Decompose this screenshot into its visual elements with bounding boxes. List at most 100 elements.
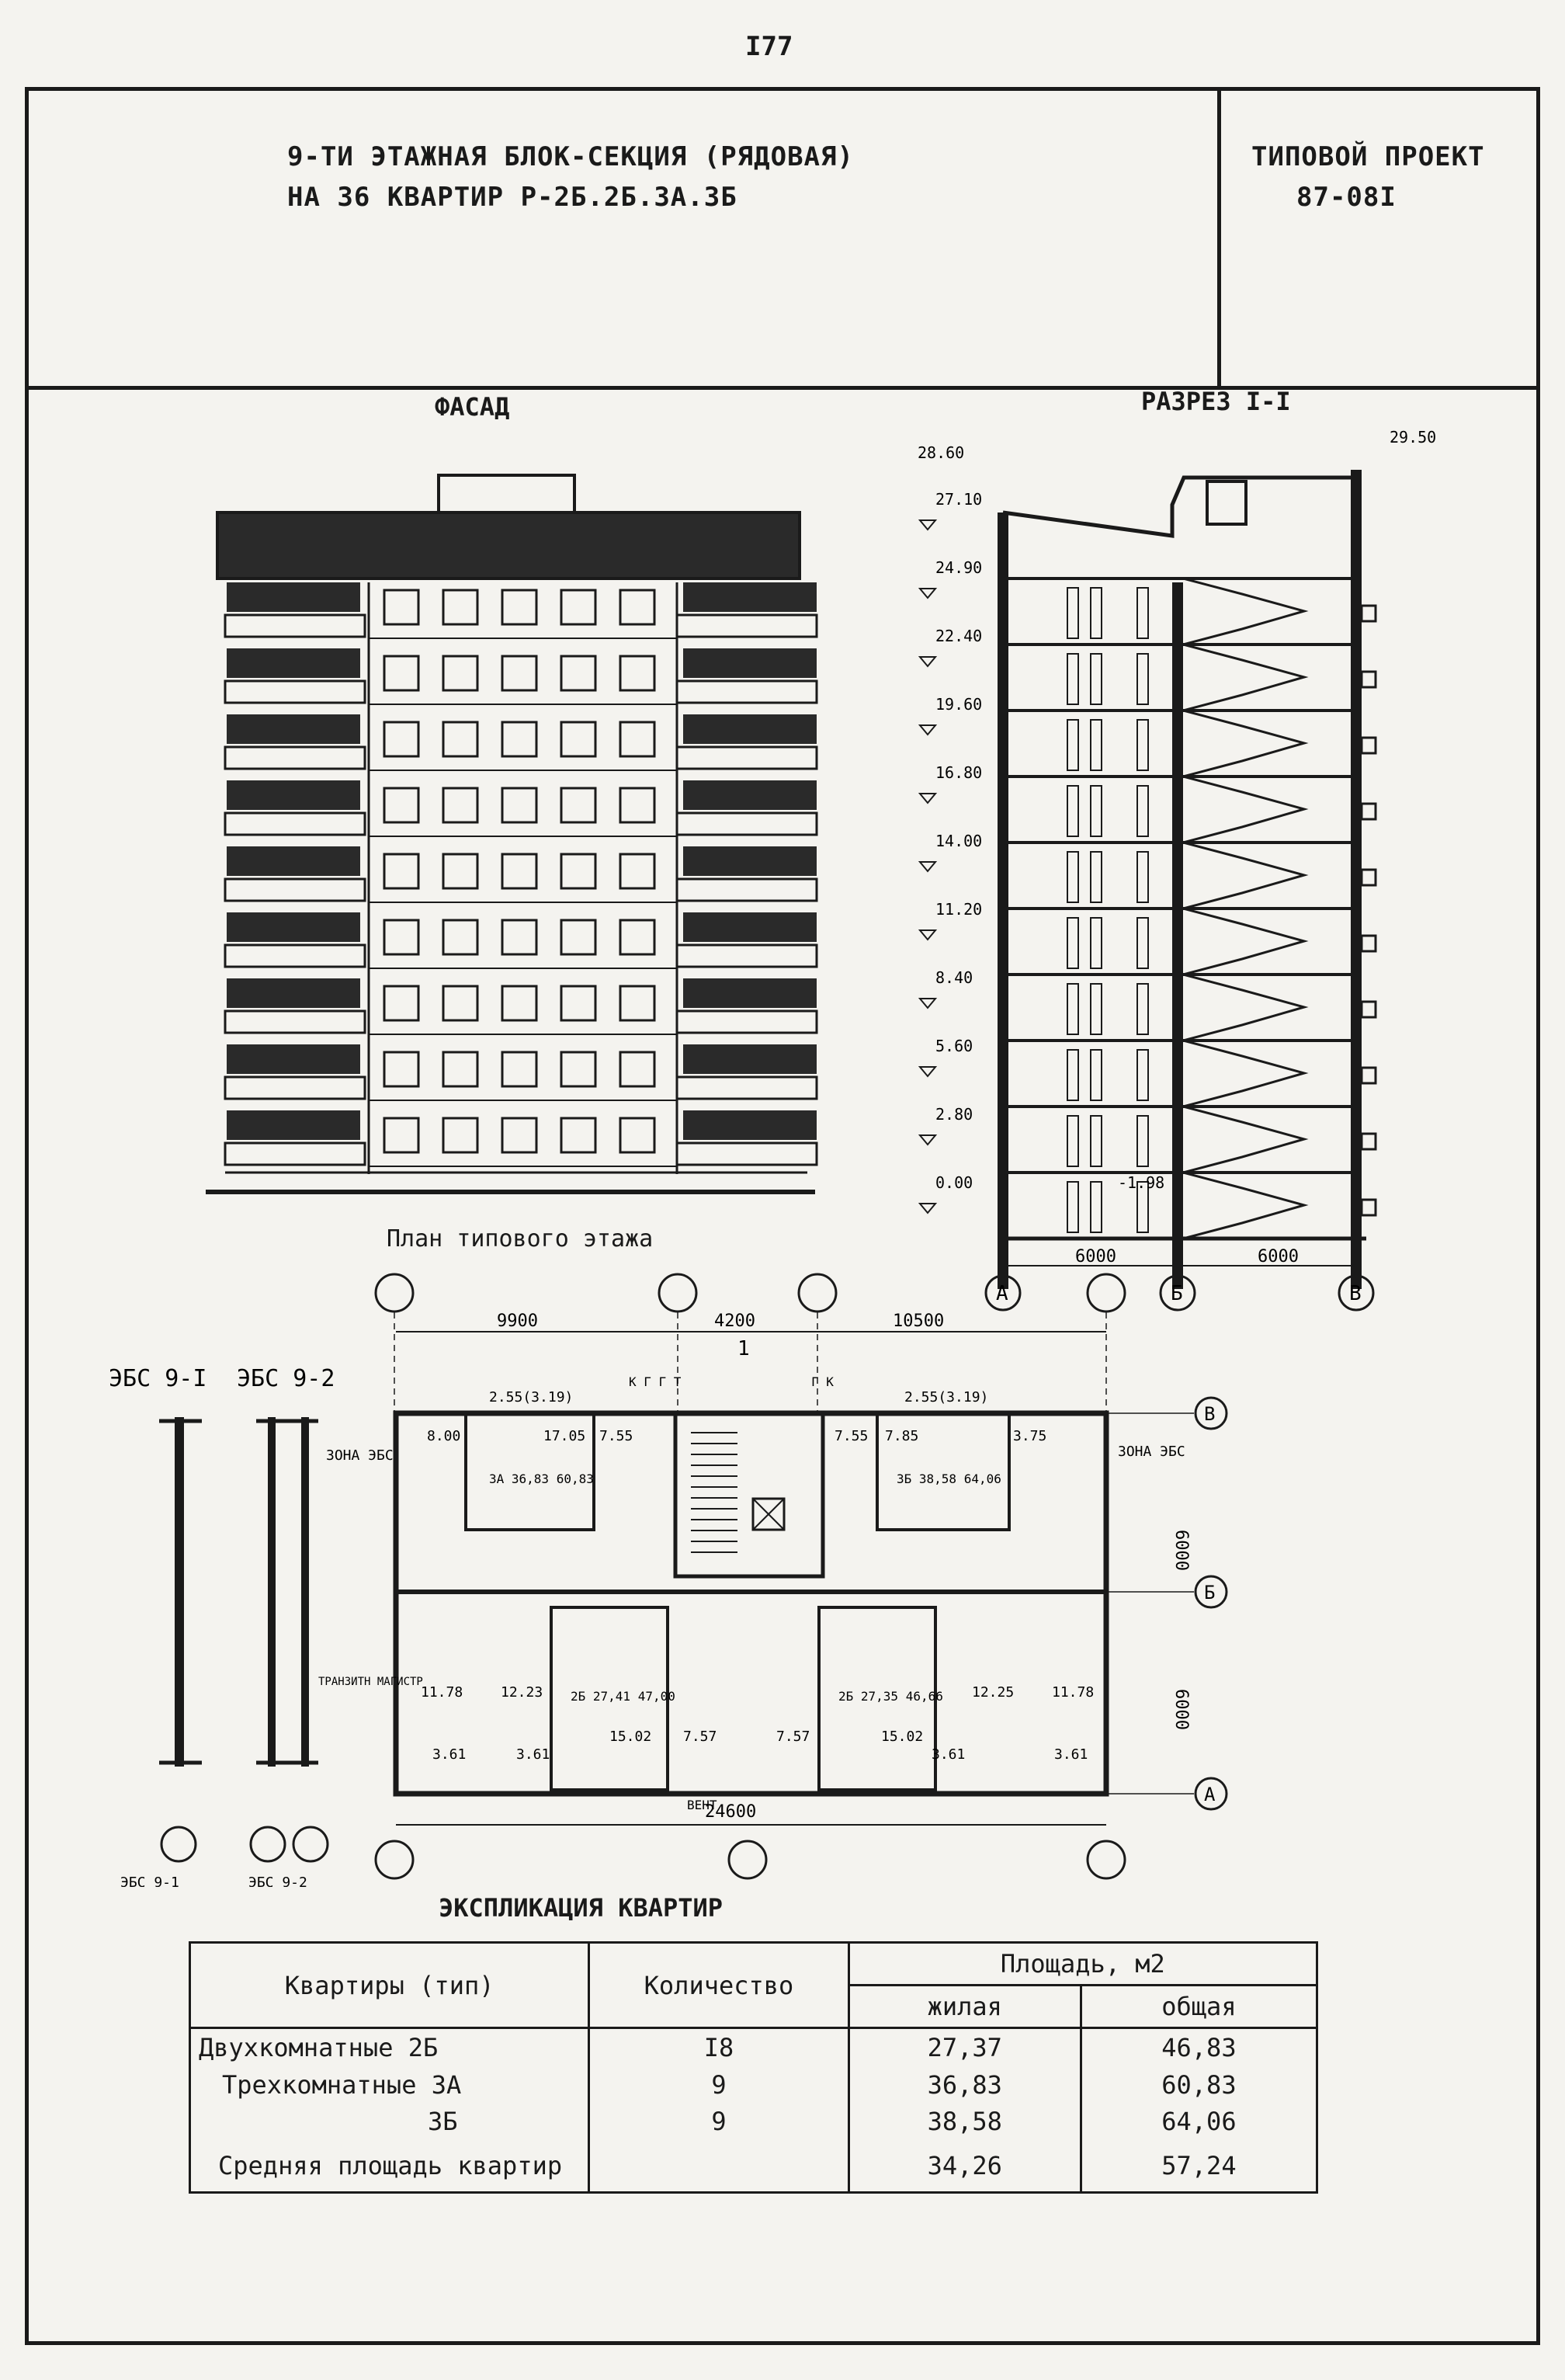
project-label: ТИПОВОЙ ПРОЕКТ	[1251, 141, 1485, 172]
room-area-label: 3.61	[432, 1746, 466, 1763]
header-living: жилая	[847, 1984, 1082, 2029]
row-living: 38,58	[847, 2103, 1082, 2140]
facade-drawing	[206, 474, 818, 1194]
plan-dim-total: 24600	[705, 1802, 756, 1822]
plan-axis-label-1: Б	[1204, 1582, 1215, 1603]
row-count: 9	[588, 2103, 850, 2140]
apt-label-3: 2Б 27,41 47,00	[571, 1689, 675, 1704]
section-elevation-10: 0.00	[935, 1173, 973, 1192]
room-area-label: 2.55(3.19)	[489, 1389, 573, 1405]
row-count: 9	[588, 2066, 850, 2104]
row-total: 60,83	[1079, 2066, 1319, 2104]
ebs-bottom-right-label: ЭБС 9-2	[248, 1874, 307, 1887]
room-area-label: 3.75	[1013, 1428, 1046, 1444]
room-area-label: 3.61	[932, 1746, 965, 1763]
table-row: Двухкомнатные 2Б I8 27,37 46,83	[188, 2027, 1319, 2067]
sheet-title-line-2: НА 36 КВАРТИР Р-2Б.2Б.3А.3Б	[287, 182, 737, 213]
row-living: 27,37	[847, 2027, 1082, 2067]
section-elevation-9: 2.80	[935, 1105, 973, 1124]
room-area-label: 7.85	[885, 1428, 918, 1444]
explication-caption: ЭКСПЛИКАЦИЯ КВАРТИР	[439, 1893, 724, 1923]
plan-dim-top-2: 4200	[714, 1312, 755, 1331]
ebs-right-title: ЭБС 9-2	[237, 1365, 335, 1392]
sheet-title-line-1: 9-ТИ ЭТАЖНАЯ БЛОК-СЕКЦИЯ (РЯДОВАЯ)	[287, 141, 854, 172]
zone-label-left: ЗОНА ЭБС	[326, 1447, 394, 1464]
average-total: 57,24	[1079, 2139, 1319, 2194]
section-elevation-4: 16.80	[935, 763, 982, 782]
header-total: общая	[1079, 1984, 1319, 2029]
plan-dim-top-1: 9900	[497, 1312, 538, 1331]
table-row: 3Б 9 38,58 64,06	[188, 2103, 1319, 2140]
room-area-label: 15.02	[609, 1729, 651, 1745]
header-type: Квартиры (тип)	[188, 1941, 591, 2029]
title-block	[25, 87, 1540, 390]
plan-section-mark: 1	[737, 1337, 750, 1360]
row-count: I8	[588, 2027, 850, 2067]
plan-drawing: 9900 4200 10500 В Б А 24600 6000 6000 ЗОНА…	[109, 1273, 1228, 1887]
room-area-label: 7.57	[776, 1729, 810, 1745]
section-elevation-1: 24.90	[935, 558, 982, 577]
room-area-label: 7.55	[835, 1428, 868, 1444]
plan-axis-label-0: В	[1204, 1403, 1215, 1425]
average-living: 34,26	[847, 2139, 1082, 2194]
zone-label-right: ЗОНА ЭБС	[1118, 1444, 1185, 1460]
ebs-bottom-left-label: ЭБС 9-1	[120, 1874, 179, 1887]
plan-axis-label-2: А	[1204, 1784, 1216, 1805]
section-span-2: 6000	[1258, 1247, 1299, 1266]
section-top-left-mark: 28.60	[918, 443, 964, 462]
row-type: Трехкомнатные 3А	[188, 2066, 591, 2104]
plan-dim-top-3: 10500	[893, 1312, 944, 1331]
section-elevation-0: 27.10	[935, 490, 982, 509]
section-elevation-6: 11.20	[935, 900, 982, 919]
room-area-label: 17.05	[543, 1428, 585, 1444]
section-top-right-mark: 29.50	[1390, 428, 1436, 446]
row-type: 3Б	[188, 2103, 591, 2140]
header-area: Площадь, м2	[847, 1941, 1319, 1986]
section-caption: РАЗРЕЗ I-I	[1141, 387, 1291, 416]
ebs-left-title: ЭБС 9-I	[109, 1365, 206, 1392]
section-elevation-5: 14.00	[935, 832, 982, 850]
room-area-label: 11.78	[1052, 1684, 1094, 1701]
facade-caption: ФАСАД	[435, 392, 510, 422]
page-number: I77	[745, 31, 793, 62]
apt-label-1: 3А 36,83 60,83	[489, 1471, 594, 1486]
section-elevation-8: 5.60	[935, 1037, 973, 1055]
apt-label-4: 2Б 27,35 46,66	[838, 1689, 943, 1704]
room-area-label: 8.00	[427, 1428, 460, 1444]
room-area-label: 3.61	[516, 1746, 550, 1763]
row-total: 46,83	[1079, 2027, 1319, 2067]
section-elevation-3: 19.60	[935, 695, 982, 714]
room-area-label: 7.55	[599, 1428, 633, 1444]
room-area-label: 3.61	[1054, 1746, 1088, 1763]
section-drawing: 27.10 24.90 22.40 19.60 16.80 14.00 11.20 8.40 5…	[918, 428, 1436, 1312]
section-elevation-7: 8.40	[935, 968, 973, 987]
row-type: Двухкомнатные 2Б	[188, 2027, 591, 2067]
project-code: 87-08I	[1296, 182, 1397, 213]
title-divider	[1217, 87, 1221, 390]
section-axis-label-1: Б	[1171, 1282, 1183, 1305]
row-total: 64,06	[1079, 2103, 1319, 2140]
room-area-label: 2.55(3.19)	[904, 1389, 988, 1405]
average-label: Средняя площадь квартир	[188, 2139, 591, 2194]
header-count: Количество	[588, 1941, 850, 2029]
pipe-label: ТРАНЗИТН МАГИСТР	[318, 1676, 423, 1688]
room-area-label: 11.78	[421, 1684, 463, 1701]
section-elevation-2: 22.40	[935, 627, 982, 645]
explication-table: Квартиры (тип) Количество Площадь, м2 жи…	[188, 1941, 1319, 2194]
row-living: 36,83	[847, 2066, 1082, 2104]
plan-mark-vent: ВЕНТ	[687, 1798, 717, 1812]
plan-mark-gk: Г К	[811, 1374, 834, 1389]
plan-side-dim-1: 6000	[1171, 1530, 1191, 1571]
section-span-1: 6000	[1075, 1247, 1116, 1266]
room-area-label: 7.57	[683, 1729, 717, 1745]
table-row: Средняя площадь квартир 34,26 57,24	[188, 2139, 1319, 2194]
section-axis-label-0: А	[996, 1282, 1008, 1305]
plan-side-dim-2: 6000	[1171, 1689, 1191, 1730]
room-area-label: 12.25	[972, 1684, 1014, 1701]
sheet-frame	[25, 87, 1540, 2345]
apt-label-2: 3Б 38,58 64,06	[897, 1471, 1001, 1486]
plan-mark-kg-gt: К Г Г Т	[629, 1374, 682, 1389]
plan-caption: План типового этажа	[387, 1225, 654, 1253]
room-area-label: 12.23	[501, 1684, 543, 1701]
table-row: Трехкомнатные 3А 9 36,83 60,83	[188, 2066, 1319, 2104]
